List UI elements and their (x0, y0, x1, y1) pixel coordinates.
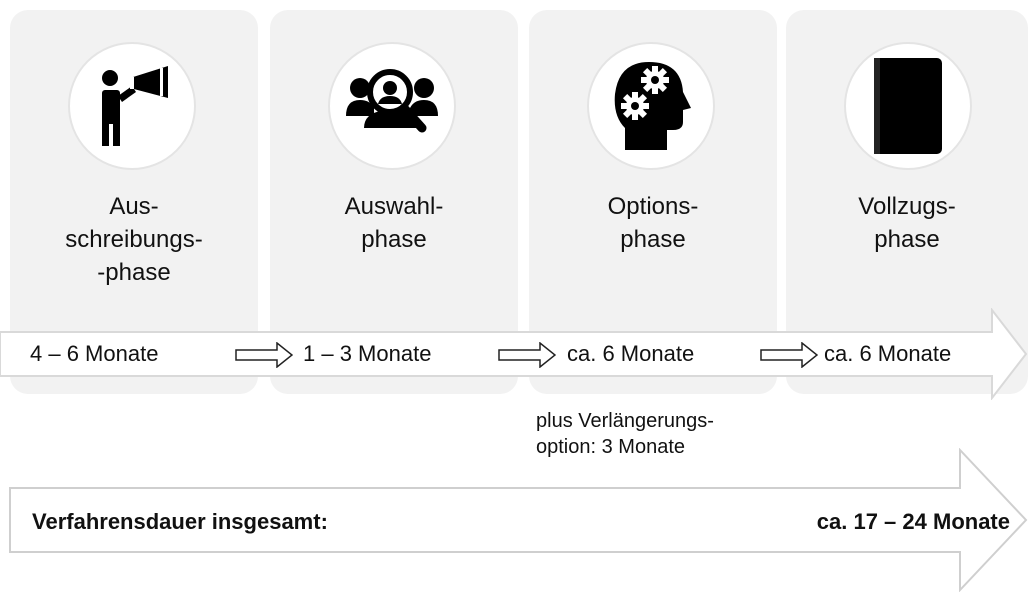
people-search-icon (346, 69, 438, 133)
total-duration-label: Verfahrensdauer insgesamt: (32, 509, 328, 534)
right-arrow-icon (498, 342, 556, 368)
total-duration-arrow (9, 448, 1028, 592)
phase-title: Options- phase (607, 193, 699, 253)
head-gears-icon (614, 62, 691, 150)
phase-title: Auswahl- phase (344, 193, 444, 253)
right-arrow-icon (235, 342, 293, 368)
duration-label: ca. 6 Monate (567, 341, 695, 366)
phase-title: Aus- schreibungs- -phase (65, 193, 203, 286)
total-duration-value: ca. 17 – 24 Monate (816, 509, 1010, 534)
phase-panel-auswahl: Auswahl- phase (270, 10, 518, 394)
extension-note-text: plus Verlängerungs- option: 3 Monate (536, 410, 714, 458)
phase-panel-ausschreibung: Aus- schreibungs- -phase (10, 10, 258, 394)
phase-panel-vollzug: Vollzugs- phase (786, 10, 1028, 394)
duration-label: ca. 6 Monate (824, 341, 952, 366)
duration-label: 1 – 3 Monate (303, 341, 432, 366)
black-book-icon (874, 58, 942, 154)
icon-circle (328, 42, 456, 170)
extension-note: plus Verlängerungs- option: 3 Monate (536, 408, 714, 460)
icon-circle (587, 42, 715, 170)
right-arrow-icon (760, 342, 818, 368)
icon-circle (844, 42, 972, 170)
duration-label: 4 – 6 Monate (30, 341, 159, 366)
phase-panel-option: Options- phase (529, 10, 777, 394)
phase-title: Vollzugs- phase (858, 193, 956, 253)
megaphone-icon (102, 66, 168, 146)
icon-circle (68, 42, 196, 170)
